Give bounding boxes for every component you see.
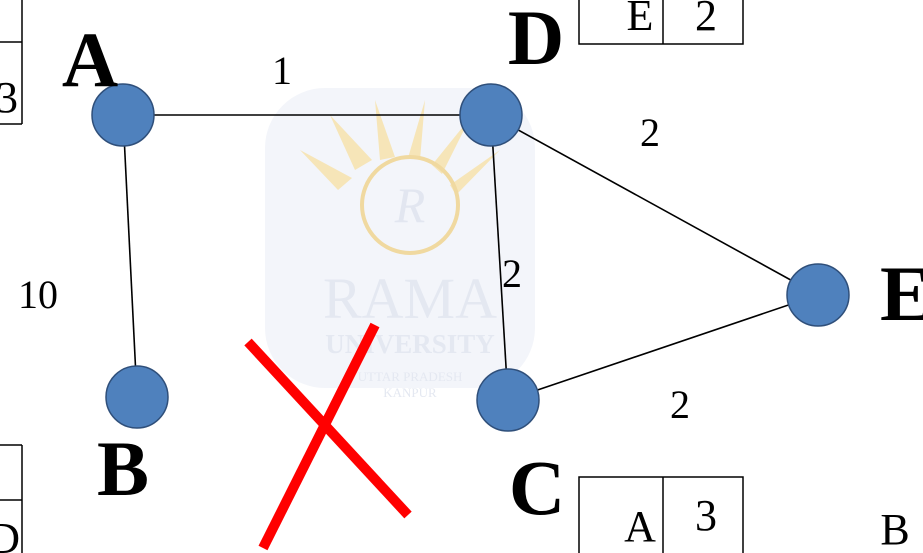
edge-weight-a-b: 10: [18, 272, 58, 317]
link-failure-cross: [244, 322, 412, 551]
watermark-shield: [265, 88, 535, 388]
node-a: [91, 83, 155, 147]
edge-d-e: [490, 114, 819, 296]
nodes: [91, 83, 850, 432]
edge-weight-d-c: 2: [502, 251, 522, 296]
table-cell-cost: 3: [695, 491, 717, 540]
edge-weight-d-e: 2: [640, 110, 660, 155]
watermark-state: UTTAR PRADESH: [358, 369, 463, 384]
edge-weight-a-d: 1: [272, 48, 292, 93]
routing-table-bottom-right-text: B: [880, 505, 909, 553]
table-cell-cost: 3: [0, 73, 18, 122]
table-cell-dest: A: [624, 502, 656, 551]
cross-stroke-2: [258, 322, 380, 551]
edge-weight-c-e: 2: [670, 382, 690, 427]
watermark-ring: [360, 155, 460, 255]
watermark-city: KANPUR: [383, 385, 437, 400]
edges: [122, 114, 819, 401]
table-cell-dest: E: [627, 0, 654, 40]
watermark-subtitle: UNIVERSITY: [325, 329, 495, 359]
watermark-letter: R: [394, 177, 426, 233]
node-b: [105, 365, 169, 429]
node-label-d: D: [508, 0, 564, 81]
routing-table-bottom-middle: A 3: [578, 476, 744, 553]
node-label-e: E: [880, 250, 923, 337]
edge-c-e: [507, 294, 819, 401]
university-watermark: R RAMA UNIVERSITY UTTAR PRADESH KANPUR: [265, 88, 535, 400]
node-e: [786, 263, 850, 327]
routing-table-bottom-left-fragment: D: [0, 444, 23, 553]
node-label-c: C: [509, 444, 565, 531]
node-label-a: A: [62, 16, 118, 103]
table-cell-dest: D: [0, 514, 20, 553]
table-cell-cost: 2: [695, 0, 717, 40]
routing-table-top-right: E 2: [578, 0, 744, 45]
node-c: [476, 368, 540, 432]
node-label-b: B: [97, 425, 149, 512]
node-d: [459, 83, 523, 147]
edge-d-c: [490, 114, 509, 401]
routing-table-top-left-fragment: 3: [0, 0, 23, 125]
edge-a-b: [122, 114, 138, 398]
watermark-name: RAMA: [323, 266, 497, 331]
